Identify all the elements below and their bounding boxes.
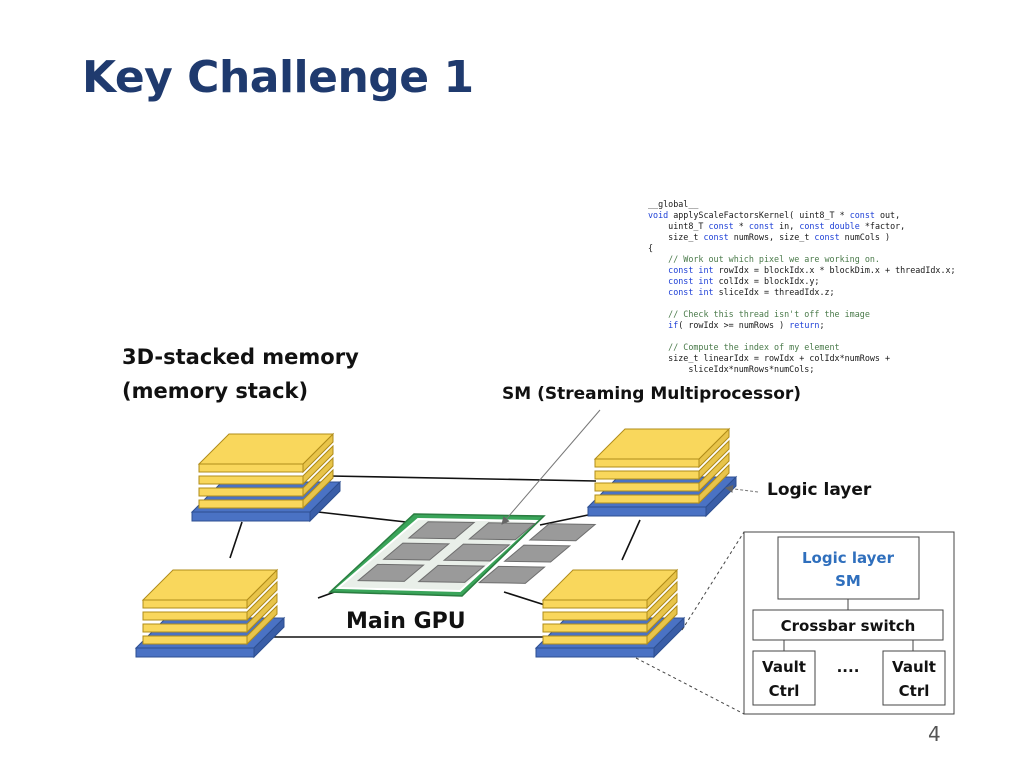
sm-tile <box>407 521 476 540</box>
dram-layer-front <box>142 599 248 609</box>
dram-layer-front <box>594 470 700 480</box>
dram-layer-front <box>198 463 304 473</box>
code-line: __global__ <box>648 199 699 209</box>
code-line: if( rowIdx >= numRows ) return; <box>668 320 825 330</box>
memory-stack <box>534 568 686 659</box>
dram-layer-front <box>542 623 648 633</box>
dram-layer-side <box>698 463 730 505</box>
memory-stack-label-line1: 3D-stacked memory <box>122 345 359 369</box>
dram-layer-side <box>698 439 730 481</box>
vault-ctrl-right-line2: Ctrl <box>899 682 930 700</box>
code-line: size_t linearIdx = rowIdx + colIdx*numRo… <box>648 353 891 363</box>
sm-pointer-arrow <box>501 409 601 525</box>
dram-layer-top <box>593 428 731 460</box>
cuda-code-snippet: __global__void applyScaleFactorsKernel( … <box>648 199 956 375</box>
slide-title: Key Challenge 1 <box>82 52 474 103</box>
memory-stack <box>134 568 286 659</box>
dram-layer-front <box>594 494 700 504</box>
code-line: void applyScaleFactorsKernel( uint8_T * … <box>648 210 901 220</box>
logic-layer-front <box>135 647 255 658</box>
detail-logic-layer-text: Logic layer <box>802 549 895 567</box>
dram-layer-side <box>302 468 334 510</box>
logic-layer-label: Logic layer <box>767 480 872 500</box>
sm-tile <box>417 564 486 583</box>
crossbar-switch-text: Crossbar switch <box>781 617 916 635</box>
dram-layer-front <box>594 482 700 492</box>
vault-ctrl-left-line2: Ctrl <box>769 682 800 700</box>
dram-layer-front <box>542 599 648 609</box>
dram-layer-front <box>142 611 248 621</box>
dram-layer-side <box>246 580 278 622</box>
vault-ctrl-right-line1: Vault <box>892 658 936 676</box>
dram-layer-side <box>246 592 278 634</box>
dram-layer-side <box>302 444 334 486</box>
memory-stack-label-line2: (memory stack) <box>122 379 309 403</box>
code-line: // Compute the index of my element <box>648 342 840 352</box>
sm-tile <box>468 522 536 541</box>
sm-tile <box>528 523 597 542</box>
code-line: const int rowIdx = blockIdx.x * blockDim… <box>668 265 956 275</box>
memory-stack-label: 3D-stacked memory (memory stack) <box>122 340 359 408</box>
code-line: size_t const numRows, size_t const numCo… <box>648 232 891 242</box>
zoom-line-bottom <box>635 657 745 715</box>
sm-tile <box>442 543 511 562</box>
logic-layer-side <box>253 616 285 659</box>
dram-layer-side <box>302 456 334 498</box>
memory-stack-detail-box: Logic layer SM Crossbar switch Vault Ctr… <box>743 531 955 715</box>
dram-layer-front <box>198 499 304 509</box>
vault-ellipsis: .... <box>837 658 860 676</box>
dram-layer-side <box>698 451 730 493</box>
code-line: sliceIdx*numRows*numCols; <box>648 364 815 374</box>
code-line: uint8_T const * const in, const double *… <box>648 221 906 231</box>
code-line: { <box>648 243 654 253</box>
code-line: const int sliceIdx = threadIdx.z; <box>668 287 835 297</box>
dram-layer-top <box>197 433 335 465</box>
logic-layer-pointer-arrow <box>725 484 759 493</box>
main-gpu-label: Main GPU <box>346 609 466 634</box>
dram-layer-front <box>542 611 648 621</box>
sm-tile <box>477 565 546 584</box>
dram-layer-front <box>594 458 700 468</box>
logic-layer-side <box>309 480 341 523</box>
dram-layer-front <box>142 635 248 645</box>
sm-grid <box>356 521 597 584</box>
vault-ctrl-left-line1: Vault <box>762 658 806 676</box>
dram-layer-front <box>142 623 248 633</box>
page-number: 4 <box>928 722 941 746</box>
sm-tile <box>356 563 425 582</box>
code-line: const int colIdx = blockIdx.y; <box>668 276 820 286</box>
dram-layer-side <box>246 604 278 646</box>
sm-tile <box>382 542 451 561</box>
sm-tile <box>503 544 572 563</box>
zoom-line-top <box>681 531 745 631</box>
logic-layer-side <box>653 616 685 659</box>
logic-layer-front <box>535 647 655 658</box>
main-gpu <box>328 513 597 597</box>
logic-layer-front <box>587 506 707 517</box>
dram-layer-top <box>541 569 679 601</box>
logic-layer-front <box>191 511 311 522</box>
dram-layer-side <box>646 580 678 622</box>
code-line: // Check this thread isn't off the image <box>648 309 870 319</box>
detail-sm-text: SM <box>835 572 861 590</box>
dram-layer-front <box>542 635 648 645</box>
memory-stack <box>586 427 738 518</box>
dram-layer-side <box>646 592 678 634</box>
memory-stacks <box>134 427 738 659</box>
vault-ctrl-left-box <box>752 650 816 706</box>
interconnect-lines <box>229 475 641 638</box>
memory-stack <box>190 432 342 523</box>
code-line: // Work out which pixel we are working o… <box>648 254 880 264</box>
sm-label: SM (Streaming Multiprocessor) <box>502 384 802 404</box>
dram-layer-front <box>198 475 304 485</box>
dram-layer-top <box>141 569 279 601</box>
crossbar-switch-box <box>752 609 944 641</box>
vault-ctrl-right-box <box>882 650 946 706</box>
dram-layer-front <box>198 487 304 497</box>
dram-layer-side <box>646 604 678 646</box>
